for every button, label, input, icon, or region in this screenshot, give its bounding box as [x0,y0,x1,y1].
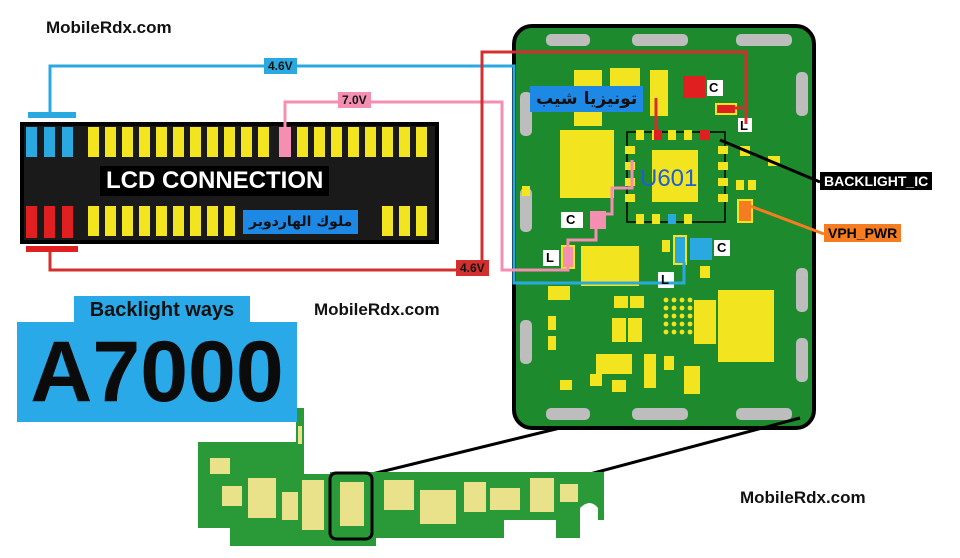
voltage-label-blue: 4.6V [264,58,297,74]
pink-trace [283,100,598,272]
ic-label-u601: U601 [640,165,698,192]
label-c-blue: C [717,240,727,255]
red-trace [48,50,748,272]
vph-pwr-pad [737,199,753,223]
watermark-middle: MobileRdx.com [314,300,440,319]
lcd-pins-top [88,127,427,157]
lcd-pins-blue [26,127,73,157]
lcd-pin-pink [279,127,291,157]
capacitor-red-label-box [707,80,723,96]
voltage-label-pink: 7.0V [338,92,371,108]
pcb-arabic-label: تونيزيا شيب [530,86,644,112]
zoom-highlight-box [328,471,374,541]
inductor-blue [673,235,687,265]
label-l-blue: L [661,272,669,287]
backlight-ic-pointer [719,138,821,184]
backlight-ways-label: Backlight ways [74,296,250,324]
label-l-pink: L [546,250,554,265]
blue-trace [48,64,686,285]
voltage-label-red: 4.6V [456,260,489,276]
lcd-pins-bottom [88,206,427,236]
vph-pwr-label: VPH_PWR [824,224,902,242]
u601-pads [625,130,728,224]
lcd-arabic-label: ملوك الهاردوير [243,210,359,234]
label-c-pink: C [566,212,576,227]
pcb-bga-dots [663,297,693,335]
capacitor-blue [690,238,712,260]
full-pcb-parts [210,426,578,530]
lcd-pins-red [26,206,73,238]
pcb-edge-pads [520,34,808,420]
capacitor-red [683,76,705,98]
label-l-red: L [740,118,748,133]
label-c-red: C [709,80,719,95]
watermark-bottom-right: MobileRdx.com [740,488,866,507]
vph-pwr-pointer [749,204,825,236]
backlight-ic-label: BACKLIGHT_IC [820,172,933,190]
model-label: A7000 [17,322,297,422]
watermark-top-left: MobileRdx.com [46,18,172,37]
lcd-connection-title: LCD CONNECTION [100,166,330,196]
